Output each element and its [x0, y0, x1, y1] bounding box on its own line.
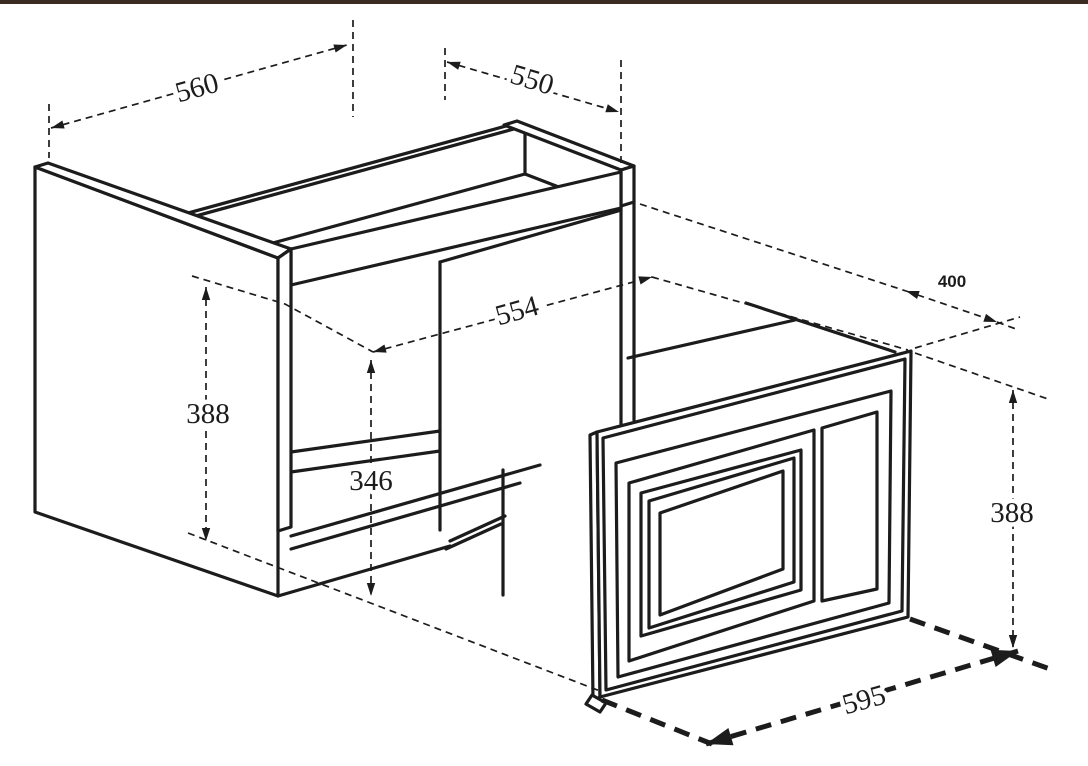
dimension-niche-inner-height: 346 [187, 360, 601, 692]
cabinet-right-panel-front-cap [619, 164, 636, 208]
niche-floor-front-edge [289, 463, 542, 551]
dim-niche-width-label: 560 [172, 67, 222, 109]
oven-frame-lip [601, 357, 907, 692]
oven-front-frame [595, 349, 913, 699]
niche-back-wall-top-edge [438, 209, 620, 264]
dim-niche-inner-width-label: 554 [492, 290, 543, 333]
niche-back-ledge [289, 429, 442, 474]
oven-body-back-top-edge [626, 318, 797, 360]
oven-door [627, 428, 816, 663]
dim-oven-width-label: 595 [839, 679, 889, 721]
oven-door-window-outer [639, 448, 803, 638]
dimension-niche-width: 560 [48, 20, 354, 158]
dim-niche-inner-height-label: 346 [349, 465, 393, 497]
dim-niche-front-height-label: 388 [186, 398, 230, 430]
dimension-oven-height: 388 [914, 352, 1049, 648]
dim-cabinet-depth-label: 550 [507, 58, 558, 101]
oven-door-window-glass [658, 469, 785, 617]
slide-guide-top [651, 276, 909, 351]
cabinet-left-panel-front-band [276, 247, 293, 533]
microwave-outline [584, 301, 913, 714]
cabinet-outline [33, 119, 636, 598]
power-cord-lines [444, 514, 507, 551]
cabinet-bottom-front-edge [276, 544, 452, 598]
top-border-bar [0, 0, 1088, 4]
dimension-oven-body-depth: 400 [639, 203, 1021, 349]
dim-oven-body-depth-label: 400 [938, 272, 966, 291]
oven-door-opening [614, 389, 893, 679]
dim-oven-height-label: 388 [990, 497, 1034, 529]
oven-foot [584, 693, 608, 714]
cabinet-right-front-post [619, 200, 636, 426]
oven-control-panel [820, 410, 879, 603]
dimension-niche-inner-width: 554 [372, 276, 909, 353]
oven-door-window-mid [647, 456, 796, 630]
slide-guide-bottom [187, 532, 601, 692]
dimension-niche-front-height: 388 [182, 275, 374, 541]
